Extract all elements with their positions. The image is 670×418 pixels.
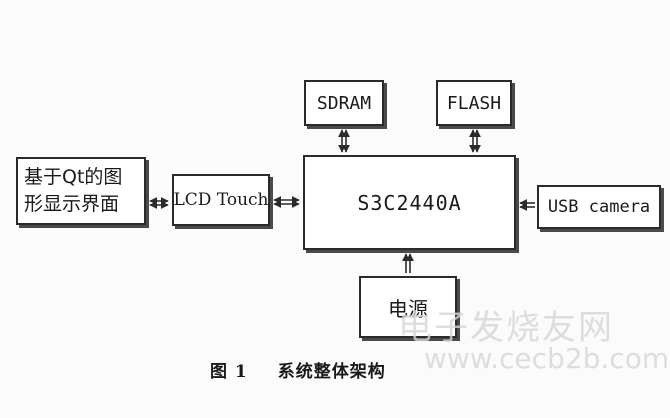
block-power-label: 电源: [388, 296, 428, 321]
block-power: 电源: [359, 276, 457, 338]
figure-title: 系统整体架构: [277, 362, 386, 382]
block-cpu: S3C2440A: [303, 155, 516, 250]
block-sdram-label: SDRAM: [316, 92, 372, 114]
connector-qt-lcd: [149, 197, 169, 209]
connector-lcd-cpu: [273, 196, 300, 208]
block-lcd-touch: LCD Touch: [172, 174, 270, 226]
connector-power-cpu: [402, 253, 414, 273]
block-qt-ui-line2: 形显示界面: [24, 193, 120, 215]
figure-caption: 图 1 系统整体架构: [210, 357, 386, 382]
block-usb-camera: USB camera: [537, 185, 661, 229]
block-usb-camera-label: USB camera: [547, 197, 651, 217]
block-flash: FLASH: [436, 80, 512, 126]
figure-number: 图 1: [210, 362, 248, 382]
connector-flash-cpu: [469, 129, 481, 153]
block-lcd-touch-label: LCD Touch: [173, 190, 269, 210]
connector-sdram-cpu: [338, 129, 350, 153]
connector-usb-cpu: [519, 199, 535, 211]
block-flash-label: FLASH: [446, 92, 502, 114]
block-cpu-label: S3C2440A: [357, 190, 462, 215]
block-qt-ui-line1: 基于Qt的图: [24, 166, 123, 188]
block-qt-ui: 基于Qt的图 形显示界面: [16, 157, 146, 225]
block-sdram: SDRAM: [304, 80, 384, 126]
